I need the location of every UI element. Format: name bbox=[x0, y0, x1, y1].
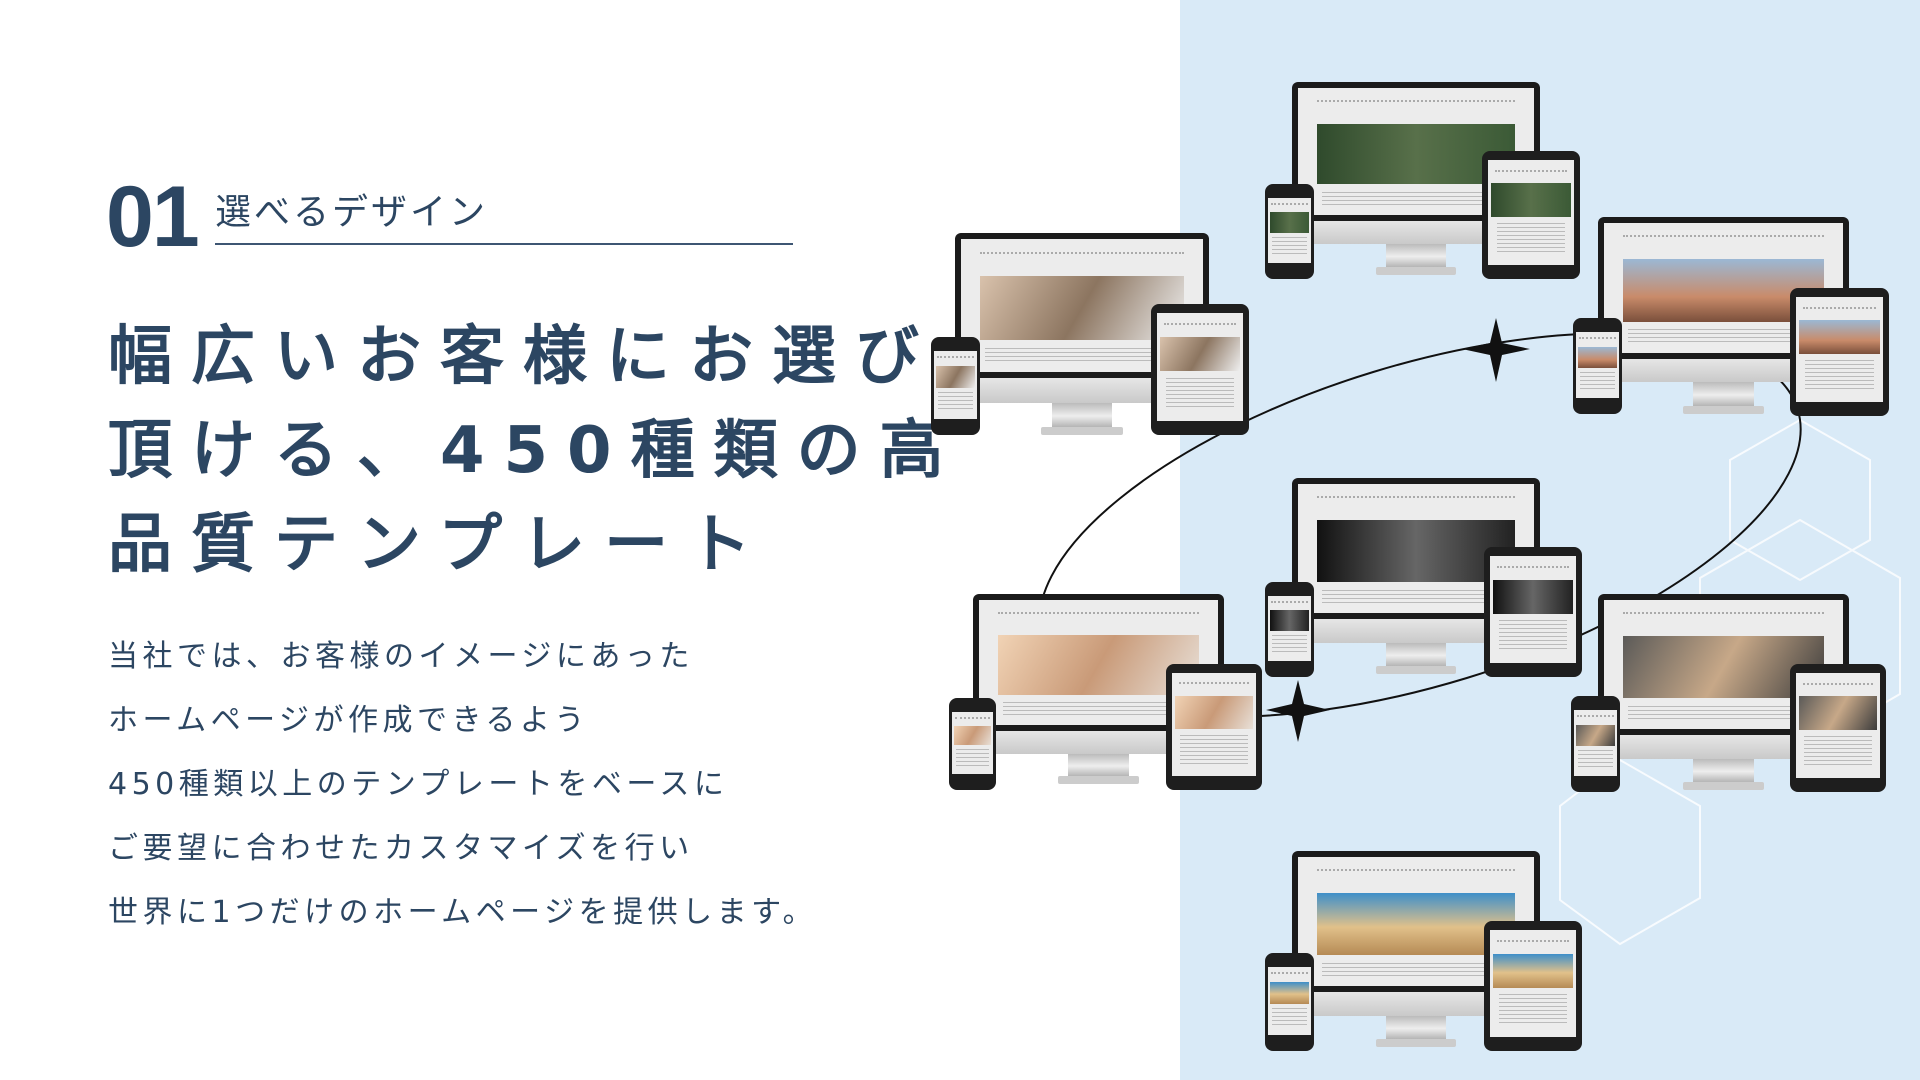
website-screen bbox=[1490, 556, 1576, 663]
website-screen bbox=[952, 712, 993, 774]
sparkle-star-icon bbox=[1266, 680, 1330, 742]
tablet-icon bbox=[1790, 664, 1886, 792]
website-screen bbox=[1488, 160, 1574, 265]
tablet-icon bbox=[1151, 304, 1249, 435]
smartphone-icon bbox=[1265, 953, 1314, 1051]
website-screen bbox=[1796, 673, 1880, 778]
description-line: 当社では、お客様のイメージにあった bbox=[108, 639, 694, 674]
website-screen bbox=[1268, 967, 1311, 1035]
headline-line: 品質テンプレート bbox=[108, 508, 771, 582]
tablet-icon bbox=[1166, 664, 1262, 790]
website-screen bbox=[1157, 313, 1243, 421]
website-screen bbox=[1604, 223, 1843, 353]
description-line: 450種類以上のテンプレートをベースに bbox=[108, 767, 729, 802]
smartphone-icon bbox=[1265, 582, 1314, 677]
headline-line: 幅広いお客様にお選び bbox=[108, 320, 938, 394]
website-screen bbox=[1172, 673, 1256, 776]
section-subtitle: 選べるデザイン bbox=[215, 192, 489, 233]
smartphone-icon bbox=[1573, 318, 1622, 414]
website-screen bbox=[1576, 332, 1619, 398]
tablet-icon bbox=[1790, 288, 1889, 416]
monitor-icon bbox=[1598, 217, 1849, 414]
tablet-icon bbox=[1484, 921, 1582, 1051]
description-line: ホームページが作成できるよう bbox=[108, 703, 589, 738]
website-screen bbox=[1490, 930, 1576, 1037]
headline: 幅広いお客様にお選び 頂ける、450種類の高 品質テンプレート bbox=[108, 310, 963, 592]
smartphone-icon bbox=[931, 337, 980, 435]
website-screen bbox=[1796, 297, 1883, 402]
description-line: ご要望に合わせたカスタマイズを行い bbox=[108, 831, 694, 866]
headline-line: 頂ける、450種類の高 bbox=[108, 414, 963, 488]
tablet-icon bbox=[1484, 547, 1582, 677]
description: 当社では、お客様のイメージにあった ホームページが作成できるよう 450種類以上… bbox=[108, 625, 817, 945]
smartphone-icon bbox=[1265, 184, 1314, 279]
smartphone-icon bbox=[1571, 696, 1620, 792]
website-screen bbox=[1574, 710, 1617, 776]
website-screen bbox=[1268, 198, 1311, 263]
subtitle-underline bbox=[215, 243, 793, 245]
tablet-icon bbox=[1482, 151, 1580, 279]
sparkle-star-icon bbox=[1462, 318, 1530, 382]
section-number: 01 bbox=[106, 169, 200, 265]
website-screen bbox=[934, 351, 977, 419]
smartphone-icon bbox=[949, 698, 996, 790]
description-line: 世界に1つだけのホームページを提供します。 bbox=[108, 895, 818, 930]
website-screen bbox=[1268, 596, 1311, 661]
